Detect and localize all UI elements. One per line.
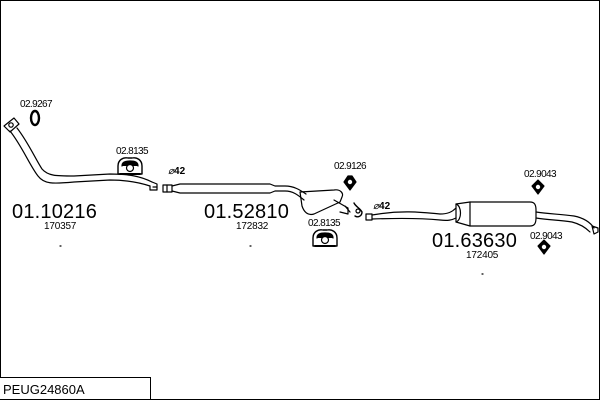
part-ref-rear-silencer: 172405 — [466, 250, 499, 261]
rubber-ring-icon — [531, 179, 545, 195]
fitting-code: 02.8135 — [116, 146, 149, 157]
reference-code: PEUG24860A — [3, 382, 85, 397]
rubber-mount-icon — [312, 229, 338, 247]
fitting-code: 02.8135 — [308, 218, 341, 229]
part-code-middle-silencer: 01.52810 — [204, 201, 290, 223]
fitting-code: 02.9043 — [530, 231, 563, 242]
rear-silencer — [365, 201, 599, 235]
fitting-code: 02.9043 — [524, 169, 557, 180]
reference-box: PEUG24860A — [0, 377, 151, 400]
rubber-mount-icon — [117, 157, 143, 175]
fitting-code: 02.9267 — [20, 99, 53, 110]
part-ref-front-pipe: 170357 — [44, 221, 77, 232]
bracket-icon — [353, 202, 363, 218]
front-pipe — [3, 117, 158, 191]
part-ref-middle-silencer: 172832 — [236, 221, 269, 232]
diameter-label: ⌀42 — [373, 201, 391, 212]
diameter-label: ⌀42 — [168, 166, 186, 177]
rubber-ring-icon — [537, 239, 551, 255]
part-code-rear-silencer: 01.63630 — [432, 230, 518, 252]
middle-silencer — [162, 183, 351, 216]
gasket-icon — [29, 109, 41, 127]
clamp-icon — [343, 175, 357, 191]
part-code-front-pipe: 01.10216 — [12, 201, 98, 223]
fitting-code: 02.9126 — [334, 161, 367, 172]
